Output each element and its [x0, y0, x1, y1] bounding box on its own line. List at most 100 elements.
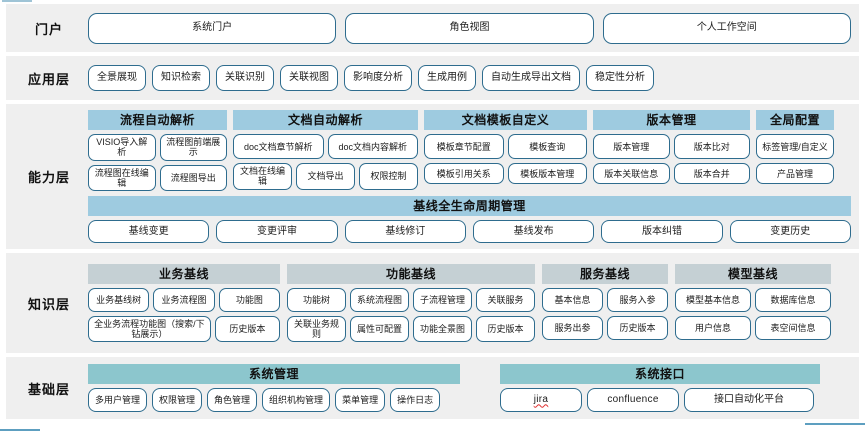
- base-item-permission-manage[interactable]: 权限管理: [152, 388, 203, 412]
- application-item-6[interactable]: 自动生成导出文档: [482, 65, 580, 91]
- decorative-accent-bottom-right: [805, 423, 865, 425]
- capability-item-doc-content-parse[interactable]: doc文档内容解析: [327, 134, 418, 160]
- lifecycle-item-3[interactable]: 基线发布: [472, 219, 595, 243]
- application-item-3[interactable]: 关联视图: [280, 65, 338, 91]
- knowledge-group-title-3: 模型基线: [675, 263, 831, 284]
- layer-row-knowledge: 知识层 业务基线 业务基线树 业务流程图 功能图 全业务流程功能图（搜索/下钻展…: [6, 253, 859, 353]
- application-item-7[interactable]: 稳定性分析: [586, 65, 654, 91]
- base-item-org-manage[interactable]: 组织机构管理: [262, 388, 331, 412]
- capability-group-doc-parse: 文档自动解析 doc文档章节解析 doc文档内容解析 文档在线编辑 文档导出 权…: [233, 110, 418, 190]
- lifecycle-item-5[interactable]: 变更历史: [729, 219, 851, 243]
- capability-item-permission-control[interactable]: 权限控制: [359, 163, 418, 190]
- capability-group-3-row-1: 版本关联信息 版本合并: [593, 163, 750, 185]
- base-group-title-1: 系统接口: [500, 364, 820, 384]
- capability-group-1-row-0: doc文档章节解析 doc文档内容解析: [233, 134, 418, 160]
- capability-group-rows-0: VISIO导入解析 流程图前端展示 流程图在线编辑 流程图导出: [88, 134, 227, 191]
- knowledge-item-service-input-param[interactable]: 服务入参: [607, 287, 668, 312]
- knowledge-item-business-baseline-tree[interactable]: 业务基线树: [88, 287, 150, 312]
- capability-item-version-compare[interactable]: 版本比对: [673, 134, 750, 160]
- knowledge-item-history-version-business[interactable]: 历史版本: [214, 315, 280, 343]
- knowledge-item-history-version-service[interactable]: 历史版本: [607, 315, 668, 340]
- decorative-accent-top-left: [2, 0, 32, 2]
- base-item-operation-log[interactable]: 操作日志: [390, 388, 441, 412]
- capability-item-template-version-manage[interactable]: 模板版本管理: [507, 163, 587, 185]
- capability-item-doc-export[interactable]: 文档导出: [296, 163, 355, 190]
- layer-row-base: 基础层 系统管理 多用户管理 权限管理 角色管理 组织机构管理 菜单管理 操作日…: [6, 357, 859, 419]
- base-item-jira[interactable]: jira: [500, 388, 582, 412]
- application-item-1[interactable]: 知识检索: [152, 65, 210, 91]
- knowledge-item-service-basic-info[interactable]: 基本信息: [542, 287, 603, 312]
- knowledge-item-tablespace-info[interactable]: 表空间信息: [755, 315, 831, 340]
- knowledge-body: 业务基线 业务基线树 业务流程图 功能图 全业务流程功能图（搜索/下钻展示） 历…: [88, 263, 851, 343]
- capability-item-template-chapter-config[interactable]: 模板章节配置: [424, 134, 504, 160]
- capability-group-rows-4: 标签管理/自定义 产品管理: [756, 134, 834, 185]
- knowledge-item-related-service[interactable]: 关联服务: [476, 287, 535, 312]
- capability-item-flowchart-frontend-display[interactable]: 流程图前端展示: [159, 134, 227, 161]
- knowledge-item-attribute-configurable[interactable]: 属性可配置: [350, 315, 409, 343]
- base-item-role-manage[interactable]: 角色管理: [207, 388, 258, 412]
- capability-group-2-row-1: 模板引用关系 模板版本管理: [424, 163, 587, 185]
- knowledge-item-full-business-flow-function-chart[interactable]: 全业务流程功能图（搜索/下钻展示）: [88, 315, 211, 343]
- knowledge-item-user-info[interactable]: 用户信息: [675, 315, 751, 340]
- portal-item-0[interactable]: 系统门户: [88, 12, 337, 44]
- lifecycle-item-2[interactable]: 基线修订: [344, 219, 466, 243]
- base-group-1-items: jira confluence 接口自动化平台: [500, 388, 820, 412]
- capability-item-tag-manage-custom[interactable]: 标签管理/自定义: [756, 134, 834, 160]
- capability-group-process-parse: 流程自动解析 VISIO导入解析 流程图前端展示 流程图在线编辑 流程图导出: [88, 110, 227, 191]
- base-group-system-manage: 系统管理 多用户管理 权限管理 角色管理 组织机构管理 菜单管理 操作日志: [88, 364, 460, 412]
- knowledge-item-function-chart[interactable]: 功能图: [218, 287, 280, 312]
- capability-item-flowchart-export[interactable]: 流程图导出: [159, 164, 227, 191]
- portal-item-2[interactable]: 个人工作空间: [602, 12, 851, 44]
- capability-item-version-merge[interactable]: 版本合并: [673, 163, 750, 185]
- knowledge-item-service-output-param[interactable]: 服务出参: [542, 315, 603, 340]
- base-body: 系统管理 多用户管理 权限管理 角色管理 组织机构管理 菜单管理 操作日志 系统…: [88, 364, 851, 412]
- capability-group-2-row-0: 模板章节配置 模板查询: [424, 134, 587, 160]
- capability-group-title-0: 流程自动解析: [88, 110, 227, 131]
- application-item-2[interactable]: 关联识别: [216, 65, 274, 91]
- capability-item-version-manage[interactable]: 版本管理: [593, 134, 670, 160]
- capability-group-rows-2: 模板章节配置 模板查询 模板引用关系 模板版本管理: [424, 134, 587, 185]
- layer-label-portal: 门户: [34, 21, 63, 37]
- application-item-list: 全景展现 知识检索 关联识别 关联视图 影响度分析 生成用例 自动生成导出文档 …: [88, 65, 851, 91]
- base-item-interface-automation-platform[interactable]: 接口自动化平台: [684, 388, 814, 412]
- base-item-menu-manage[interactable]: 菜单管理: [335, 388, 386, 412]
- knowledge-group-0-row-0: 业务基线树 业务流程图 功能图: [88, 287, 280, 312]
- knowledge-item-system-flowchart[interactable]: 系统流程图: [350, 287, 409, 312]
- knowledge-group-1-row-1: 关联业务规则 属性可配置 功能全景图 历史版本: [287, 315, 535, 343]
- base-item-multi-user-manage[interactable]: 多用户管理: [88, 388, 148, 412]
- capability-item-version-relation-info[interactable]: 版本关联信息: [593, 163, 670, 185]
- capability-item-product-manage[interactable]: 产品管理: [756, 163, 834, 185]
- portal-body: 系统门户 角色视图 个人工作空间: [88, 12, 851, 44]
- lifecycle-item-1[interactable]: 变更评审: [216, 219, 338, 243]
- capability-group-rows-3: 版本管理 版本比对 版本关联信息 版本合并: [593, 134, 750, 185]
- capability-group-doc-template: 文档模板自定义 模板章节配置 模板查询 模板引用关系 模板版本管理: [424, 110, 587, 185]
- capability-group-list: 流程自动解析 VISIO导入解析 流程图前端展示 流程图在线编辑 流程图导出: [88, 110, 851, 191]
- lifecycle-item-4[interactable]: 版本纠错: [601, 219, 723, 243]
- portal-item-1[interactable]: 角色视图: [345, 12, 594, 44]
- capability-item-visio-import-parse[interactable]: VISIO导入解析: [88, 134, 156, 161]
- knowledge-item-business-flowchart[interactable]: 业务流程图: [153, 287, 215, 312]
- knowledge-item-database-info[interactable]: 数据库信息: [755, 287, 831, 312]
- application-item-4[interactable]: 影响度分析: [344, 65, 412, 91]
- application-item-0[interactable]: 全景展现: [88, 65, 146, 91]
- knowledge-item-model-basic-info[interactable]: 模型基本信息: [675, 287, 751, 312]
- knowledge-item-function-tree[interactable]: 功能树: [287, 287, 346, 312]
- capability-group-0-row-1: 流程图在线编辑 流程图导出: [88, 164, 227, 191]
- lifecycle-item-0[interactable]: 基线变更: [88, 219, 210, 243]
- capability-item-doc-online-edit[interactable]: 文档在线编辑: [233, 163, 292, 190]
- capability-item-template-query[interactable]: 模板查询: [507, 134, 587, 160]
- application-item-5[interactable]: 生成用例: [418, 65, 476, 91]
- capability-item-doc-chapter-parse[interactable]: doc文档章节解析: [233, 134, 324, 160]
- base-item-confluence[interactable]: confluence: [587, 388, 679, 412]
- capability-group-title-1: 文档自动解析: [233, 110, 418, 131]
- knowledge-item-history-version-function[interactable]: 历史版本: [476, 315, 535, 343]
- capability-item-flowchart-online-edit[interactable]: 流程图在线编辑: [88, 164, 156, 191]
- knowledge-item-function-panorama[interactable]: 功能全景图: [413, 315, 472, 343]
- capability-lifecycle-block: 基线全生命周期管理 基线变更 变更评审 基线修订 基线发布 版本纠错 变更历史: [88, 195, 851, 243]
- capability-item-template-reference[interactable]: 模板引用关系: [424, 163, 504, 185]
- portal-item-list: 系统门户 角色视图 个人工作空间: [88, 12, 851, 44]
- knowledge-group-0-row-1: 全业务流程功能图（搜索/下钻展示） 历史版本: [88, 315, 280, 343]
- capability-body: 流程自动解析 VISIO导入解析 流程图前端展示 流程图在线编辑 流程图导出: [88, 110, 851, 243]
- knowledge-item-related-business-rule[interactable]: 关联业务规则: [287, 315, 346, 343]
- knowledge-item-subprocess-manage[interactable]: 子流程管理: [413, 287, 472, 312]
